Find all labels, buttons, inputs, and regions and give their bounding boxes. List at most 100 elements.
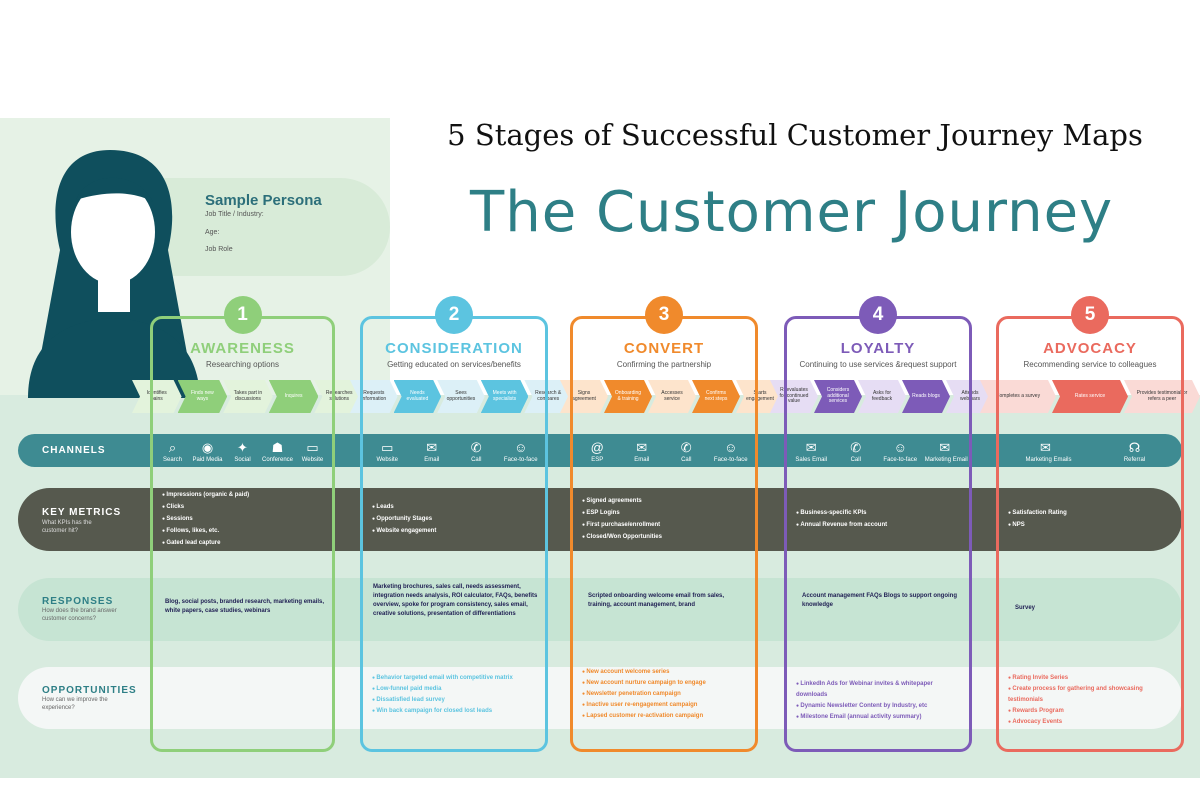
channel-label: Conference xyxy=(261,457,294,463)
opportunities-label: OPPORTUNITIES xyxy=(42,685,137,696)
channel-label: Call xyxy=(681,457,692,463)
opportunity-item: Lapsed customer re-activation campaign xyxy=(582,711,750,722)
responses-sub: How does the brand answer customer conce… xyxy=(42,608,117,622)
stage-3-step: Accesses service xyxy=(648,380,696,413)
persona-name: Sample Persona xyxy=(205,192,322,209)
stage-5-step: Completes a survey xyxy=(980,380,1056,413)
channel-label: Email xyxy=(634,457,650,463)
call-channel: ✆ Call xyxy=(836,440,876,463)
stage-4-response: Account management FAQs Blogs to support… xyxy=(802,593,958,608)
metric-item: ESP Logins xyxy=(582,507,662,519)
channel-label: Face-to-face xyxy=(883,457,918,463)
stage-2-response: Marketing brochures, sales call, needs a… xyxy=(373,584,538,617)
metric-item: NPS xyxy=(1008,519,1067,531)
channel-label: Email xyxy=(424,457,440,463)
stage-1-subtitle: Researching options xyxy=(206,360,279,369)
metric-item: Satisfaction Rating xyxy=(1008,507,1066,519)
metric-item: First purchase/enrollment xyxy=(582,519,662,531)
website-channel: ▭ Website xyxy=(293,440,333,463)
stage-3-number: 3 xyxy=(645,296,683,334)
stage-5-title: ADVOCACY xyxy=(1043,340,1137,357)
persona-avatar-icon xyxy=(28,150,200,398)
channels-band xyxy=(18,434,1182,467)
opportunity-item: Milestone Email (annual activity summary… xyxy=(796,712,964,723)
stage-3-response: Scripted onboarding welcome email from s… xyxy=(588,593,725,608)
stage-4-subtitle: Continuing to use services &request supp… xyxy=(799,360,957,369)
metric-item: Leads xyxy=(372,501,436,513)
stage-4-number: 4 xyxy=(859,296,897,334)
channel-label: Marketing Emails xyxy=(1025,457,1072,463)
stage-1-step: Takes part in discussions xyxy=(223,380,273,413)
stage-1-step: Identifies pains xyxy=(132,380,182,413)
opportunity-item: Behavior targeted email with competitive… xyxy=(372,673,540,684)
esp-icon: @ xyxy=(590,440,604,455)
stage-4-opportunities: LinkedIn Ads for Webinar invites & white… xyxy=(796,679,964,723)
metric-item: Impressions (organic & paid) xyxy=(162,489,249,501)
opportunity-item: LinkedIn Ads for Webinar invites & white… xyxy=(796,679,964,701)
channel-label: Face-to-face xyxy=(713,457,748,463)
paid-media-channel: ◉Paid Media xyxy=(188,440,228,463)
page-title: 5 Stages of Successful Customer Journey … xyxy=(447,118,1143,152)
face-to-face-channel: ☺ Face-to-face xyxy=(501,440,541,463)
opportunity-item: New account nurture campaign to engage xyxy=(582,678,750,689)
email-icon: ✉ xyxy=(805,440,817,455)
stage-5-step: Rates service xyxy=(1052,380,1128,413)
stage-1-response: Blog, social posts, branded research, ma… xyxy=(165,599,325,614)
stage-2-metrics: LeadsOpportunity StagesWebsite engagemen… xyxy=(372,501,436,537)
metric-item: Gated lead capture xyxy=(162,537,249,549)
stage-1-step: Finds new ways xyxy=(178,380,228,413)
channel-label: Website xyxy=(301,457,324,463)
channel-label: Referral xyxy=(1123,457,1146,463)
marketing-email-channel: ✉Marketing Emails xyxy=(1025,440,1072,463)
face-to-face-channel: ☺ Face-to-face xyxy=(880,440,920,463)
stage-5-subtitle: Recommending service to colleagues xyxy=(1023,360,1157,369)
social-icon: ✦ xyxy=(237,440,248,455)
channel-label: Sales Email xyxy=(795,457,828,463)
stage-4-title: LOYALTY xyxy=(840,340,916,357)
metric-item: Closed/Won Opportunities xyxy=(582,531,662,543)
email-icon: ✉ xyxy=(636,440,648,455)
stage-2-opportunities: Behavior targeted email with competitive… xyxy=(372,673,540,717)
face-to-face-icon: ☺ xyxy=(893,440,907,455)
call-icon: ✆ xyxy=(850,440,862,455)
opportunities-sub: How can we improve the experience? xyxy=(42,697,108,711)
channel-label: Call xyxy=(850,457,861,463)
email-channel: ✉ Email xyxy=(622,440,662,463)
metric-item: Follows, likes, etc. xyxy=(162,525,249,537)
channel-label: Marketing Email xyxy=(924,457,968,463)
opportunity-item: Low-funnel paid media xyxy=(372,684,540,695)
opportunity-item: Win back campaign for closed lost leads xyxy=(372,706,540,717)
stage-5-metrics: Satisfaction RatingNPS xyxy=(1008,507,1067,531)
stage-3-metrics: Signed agreementsESP LoginsFirst purchas… xyxy=(582,495,662,543)
stage-4-step: Considers additional services xyxy=(814,380,862,413)
responses-band xyxy=(18,578,1182,641)
stage-3-step: Onboarding & training xyxy=(604,380,652,413)
email-channel: ✉Email xyxy=(412,440,452,463)
metrics-label: KEY METRICS xyxy=(42,507,122,518)
stage-4-step: Reads blogs xyxy=(902,380,950,413)
opportunity-item: Dynamic Newsletter Content by Industry, … xyxy=(796,701,964,712)
conference-icon: ☗ xyxy=(271,440,284,455)
face-to-face-icon: ☺ xyxy=(514,440,528,455)
channel-label: Website xyxy=(376,457,399,463)
opportunity-item: Create process for gathering and showcas… xyxy=(1008,684,1176,706)
persona-age: Age: xyxy=(205,229,220,236)
face-to-face-icon: ☺ xyxy=(724,440,738,455)
metric-item: Opportunity Stages xyxy=(372,513,436,525)
social-channel: ✦Social xyxy=(223,440,263,463)
metric-item: Business-specific KPIs xyxy=(796,507,887,519)
opportunity-item: Newsletter penetration campaign xyxy=(582,689,750,700)
call-channel: ✆Call xyxy=(456,440,496,463)
metrics-sub: What KPIs has the customer hit? xyxy=(42,520,92,534)
stage-3-step: Signs agreement xyxy=(560,380,608,413)
channel-label: Face-to-face xyxy=(503,457,538,463)
stage-3-opportunities: New account welcome seriesNew account nu… xyxy=(582,667,750,722)
metric-item: Clicks xyxy=(162,501,249,513)
stage-1-step: Inquires xyxy=(269,380,319,413)
website-icon: ▭ xyxy=(306,440,319,455)
call-channel: ✆Call xyxy=(666,440,706,463)
marketing-email-channel: ✉Marketing Email xyxy=(924,440,968,463)
channel-label: ESP xyxy=(591,457,604,463)
opportunity-item: Dissatisfied lead survey xyxy=(372,695,540,706)
conference-channel: ☗ Conference xyxy=(258,440,298,463)
